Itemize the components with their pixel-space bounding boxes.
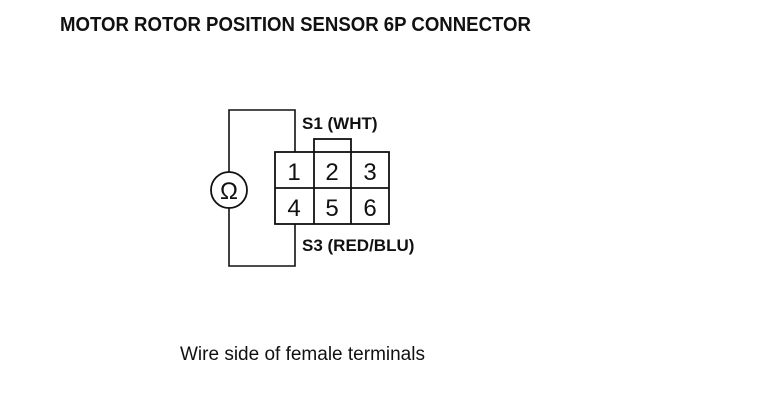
wire-label-s3: S3 (RED/BLU) [302,236,414,255]
lower-lead-wire [228,206,296,267]
ohmmeter-icon: Ω [210,171,248,209]
connector-lock-tab [313,138,352,154]
diagram-title: MOTOR ROTOR POSITION SENSOR 6P CONNECTOR [60,14,531,36]
terminal-2: 2 [325,159,338,186]
upper-lead-wire [228,109,296,174]
terminal-numbers: 1 2 3 4 5 6 [287,159,376,222]
ohm-symbol: Ω [220,178,238,205]
terminal-3: 3 [363,159,376,186]
terminal-6: 6 [363,195,376,222]
diagram-caption: Wire side of female terminals [180,344,425,365]
terminal-1: 1 [287,159,300,186]
wire-label-s1: S1 (WHT) [302,114,378,133]
terminal-5: 5 [325,195,338,222]
connector-6p [274,138,390,225]
meter-leads [228,109,296,267]
terminal-4: 4 [287,195,300,222]
